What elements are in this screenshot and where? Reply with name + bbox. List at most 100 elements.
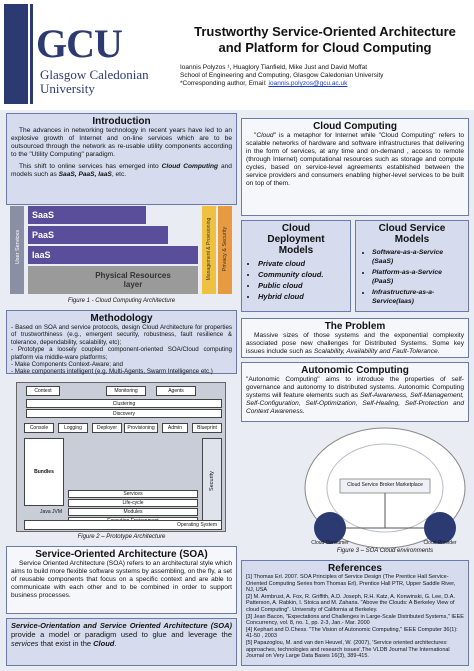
physical-resources-layer: Physical Resources layer — [28, 266, 198, 294]
references-panel: References [1] Thomas Erl. 2007. SOA Pri… — [241, 560, 469, 666]
user-services-label: User Services — [15, 229, 21, 265]
management-bar — [202, 206, 216, 294]
service-orientation-panel: Service-Orientation and Service Oriented… — [6, 618, 237, 666]
service-models-heading-2: Models — [394, 234, 430, 245]
figure-3-caption: Figure 3 – SOA Cloud environments — [336, 548, 434, 554]
lifecycle-box: Life-cycle — [68, 499, 198, 507]
intro-p2-models: SaaS, PaaS, IaaS — [58, 171, 112, 178]
figure-2-caption: Figure 2 – Prototype Architecture — [77, 534, 166, 540]
soo-body-2: that exist in the — [38, 639, 94, 649]
introduction-p1: The advances in networking technology in… — [11, 127, 232, 158]
email-link[interactable]: ioannis.polyzos@gcu.ac.uk — [268, 80, 348, 87]
problem-panel: The Problem Massive sizes of those syste… — [241, 318, 469, 358]
autonomic-body: "Autonomic Computing" aims to introduce … — [246, 376, 464, 399]
figure-2: Context Monitoring Agents Clustering Dis… — [6, 380, 237, 544]
problem-text: Massive sizes of those systems and the e… — [246, 332, 464, 356]
reference-item: [2] M. Armbrust, A. Fox, R. Griffith, A.… — [246, 593, 455, 613]
references-heading: References — [328, 563, 382, 574]
methodology-heading: Methodology — [90, 313, 153, 324]
correspondence-label: *Corresponding author, Email: — [180, 80, 269, 87]
provisioning-box: Provisioning — [124, 423, 158, 433]
cloud-computing-text: "Cloud" is a metaphor for Internet while… — [246, 132, 464, 187]
bundles-box: Bundles — [24, 438, 64, 506]
reference-item: [3] Jean Bacon, "Expectations and Challe… — [246, 613, 464, 627]
soo-body: provide a model or paradigm used to glue… — [11, 630, 232, 640]
cloud-computing-panel: Cloud Computing "Cloud" is a metaphor fo… — [241, 118, 469, 216]
figure-3: Cloud Service Broker Marketplace Cloud C… — [300, 424, 470, 560]
affiliation: School of Engineering and Computing, Gla… — [180, 72, 384, 79]
problem-em: Scalability, Availability and Fault-Tole… — [313, 348, 440, 355]
services-box: Services — [68, 490, 198, 498]
deployment-list: Private cloud Community cloud. Public cl… — [246, 258, 346, 302]
broker-label: Cloud Service Broker Marketplace — [347, 482, 423, 488]
list-item: Private cloud — [258, 258, 346, 269]
problem-heading: The Problem — [324, 321, 386, 332]
physical-line-2: layer — [123, 280, 143, 289]
provider-label: Cloud Provider — [423, 540, 457, 546]
logging-box: Logging — [58, 423, 88, 433]
intro-p2-cloud: Cloud Computing — [161, 163, 219, 170]
methodology-item: - Prototype a loosely coupled component-… — [11, 346, 232, 361]
introduction-p2: This shift to online services has emerge… — [11, 163, 232, 179]
autonomic-text: "Autonomic Computing" aims to introduce … — [246, 376, 464, 416]
title-line-1: Trustworthy Service-Oriented Architectur… — [194, 24, 456, 39]
soo-body-3: . — [114, 639, 117, 649]
deployment-heading: Cloud Deployment Models — [246, 223, 346, 256]
soa-diagram — [304, 427, 466, 549]
logo-letters: GCU — [36, 21, 123, 66]
methodology-item: - Make Components Context-Aware; and — [11, 361, 124, 369]
reference-item: [1] Thomas Erl. 2007. SOA Principles of … — [246, 574, 456, 594]
deployment-heading-2: Deployment — [267, 234, 325, 245]
university-line-1: Glasgow Caledonian — [40, 67, 149, 82]
intro-p2-suffix: , etc. — [111, 171, 127, 178]
console-box: Console — [24, 423, 54, 433]
autonomic-panel: Autonomic Computing "Autonomic Computing… — [241, 362, 469, 422]
consumer-label: Cloud Consumer — [311, 540, 349, 546]
cloud-computing-heading: Cloud Computing — [313, 121, 397, 132]
introduction-heading: Introduction — [92, 116, 151, 127]
user-services-bar — [10, 206, 24, 294]
poster-header — [0, 0, 474, 110]
paas-layer: PaaS — [28, 226, 168, 244]
autonomic-em: Self-Awareness, Self-Management, Self-Co… — [246, 392, 464, 415]
cloud-computing-body: " is a metaphor for Internet while "Clou… — [246, 132, 464, 187]
list-item: Software-as-a-Service (SaaS) — [372, 248, 464, 266]
soo-em-2: services — [11, 639, 39, 649]
privacy-label: Privacy & Security — [222, 226, 228, 272]
reference-item: [5] Papazoglou, M. and van den Heuvel, W… — [246, 639, 450, 660]
monitoring-box: Monitoring — [106, 386, 146, 396]
autonomic-heading: Autonomic Computing — [301, 365, 409, 376]
blueprint-box: Blueprint — [192, 423, 222, 433]
iaas-layer: IaaS — [28, 246, 198, 264]
methodology-item: - Based on SOA and service protocols, de… — [11, 324, 232, 346]
management-label: Management & Provisioning — [206, 217, 212, 281]
privacy-bar — [218, 206, 232, 294]
agents-box: Agents — [156, 386, 196, 396]
service-models-list: Software-as-a-Service (SaaS) Platform-as… — [360, 248, 464, 306]
deployer-box: Deployer — [92, 423, 122, 433]
deployment-models-panel: Cloud Deployment Models Private cloud Co… — [241, 220, 351, 312]
operating-system-box: Operating System — [24, 520, 222, 530]
soa-heading: Service-Oriented Architecture (SOA) — [35, 549, 208, 560]
admin-box: Admin — [162, 423, 188, 433]
reference-item: [4] Kephart and D.Chess. "The Vision of … — [246, 626, 458, 640]
gcu-logo-icon — [4, 4, 33, 104]
list-item: Hybrid cloud — [258, 291, 346, 302]
context-box: Context — [26, 386, 60, 396]
saas-layer: SaaS — [28, 206, 146, 224]
soa-panel: Service-Oriented Architecture (SOA) Serv… — [6, 546, 237, 614]
introduction-panel: Introduction The advances in networking … — [6, 113, 237, 205]
modules-box: Modules — [68, 508, 198, 516]
poster-authors: Ioannis Polyzos ¹, Huaglory Tianfield, M… — [180, 64, 470, 88]
problem-body: Massive sizes of those systems and the e… — [246, 332, 464, 355]
list-item: Public cloud — [258, 280, 346, 291]
service-models-heading-1: Cloud Service — [378, 223, 446, 234]
intro-p2-prefix: This shift to online services has emerge… — [19, 163, 162, 170]
university-line-2: University — [40, 81, 95, 96]
reference-list: [1] Thomas Erl. 2007. SOA Principles of … — [246, 574, 464, 660]
physical-line-1: Physical Resources — [95, 271, 171, 280]
university-name: Glasgow Caledonian University — [40, 68, 180, 96]
list-item: Community cloud. — [258, 269, 346, 280]
methodology-panel: Methodology - Based on SOA and service p… — [6, 310, 237, 375]
service-models-panel: Cloud Service Models Software-as-a-Servi… — [355, 220, 469, 312]
